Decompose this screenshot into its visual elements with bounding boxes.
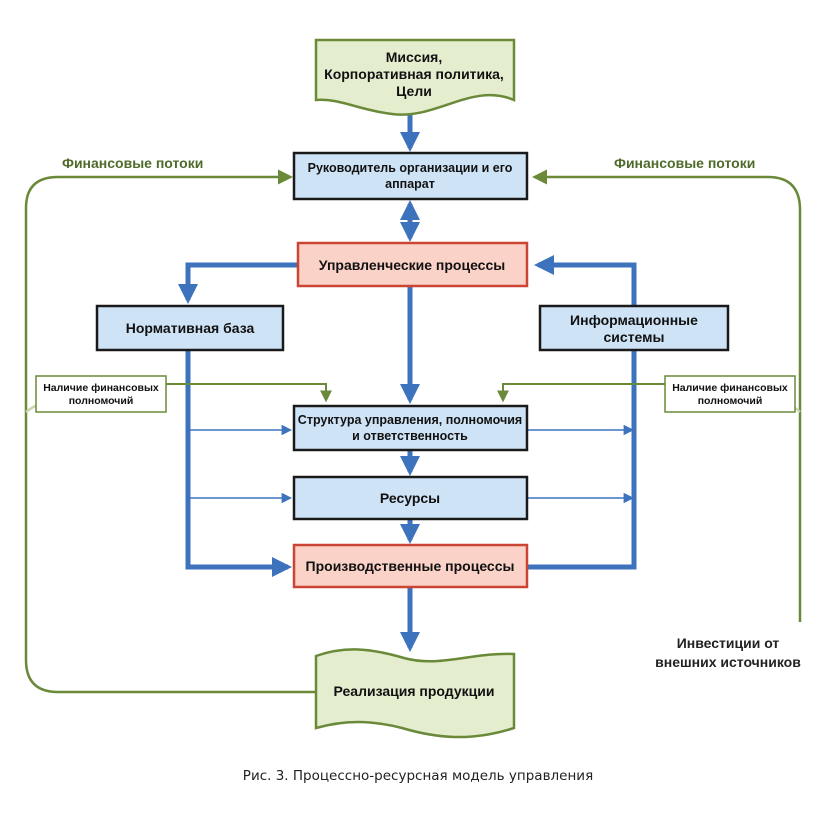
info-systems-line-1: Информационные <box>570 312 698 328</box>
fin-authority-right-line-2: полномочий <box>698 395 763 407</box>
right-financial-flow-loop <box>532 169 802 622</box>
mission-line-2: Корпоративная политика, <box>324 66 504 82</box>
resources-label: Ресурсы <box>380 490 440 506</box>
structure-box: Структура управления, полномочия и ответ… <box>292 404 529 452</box>
fin-flows-left-label: Финансовые потоки <box>62 155 203 171</box>
blue-arrows <box>178 108 637 652</box>
structure-line-1: Структура управления, полномочия <box>298 413 522 427</box>
mission-document: Миссия, Корпоративная политика, Цели <box>314 38 516 116</box>
thin-blue-arrows <box>188 424 635 504</box>
head-line-2: аппарат <box>385 177 435 191</box>
production-box: Производственные процессы <box>292 543 529 589</box>
fin-authority-left-box: Наличие финансовых полномочий <box>35 375 167 413</box>
investments-line-2: внешних источников <box>655 654 801 670</box>
fin-authority-right-line-1: Наличие финансовых <box>672 382 788 394</box>
management-label: Управленческие процессы <box>319 257 505 273</box>
fin-authority-left-line-2: полномочий <box>69 395 134 407</box>
realization-label: Реализация продукции <box>334 683 495 699</box>
regulatory-label: Нормативная база <box>126 320 255 336</box>
management-box: Управленческие процессы <box>296 241 529 288</box>
fin-flows-right-label: Финансовые потоки <box>614 155 755 171</box>
authority-arrows <box>166 383 665 403</box>
investments-line-1: Инвестиции от <box>677 635 780 651</box>
info-systems-box: Информационные системы <box>538 304 730 352</box>
realization-document: Реализация продукции <box>314 648 516 739</box>
figure-caption: Рис. 3. Процессно-ресурсная модель управ… <box>243 768 593 784</box>
head-box: Руководитель организации и его аппарат <box>292 151 529 201</box>
fin-authority-right-box: Наличие финансовых полномочий <box>664 375 796 413</box>
regulatory-box: Нормативная база <box>95 304 285 352</box>
mission-line-3: Цели <box>396 83 432 99</box>
left-financial-flow-loop <box>24 169 316 694</box>
resources-box: Ресурсы <box>292 475 529 521</box>
production-label: Производственные процессы <box>306 558 515 574</box>
info-systems-line-2: системы <box>604 329 665 345</box>
structure-line-2: и ответственность <box>352 429 468 443</box>
mission-line-1: Миссия, <box>386 49 443 65</box>
fin-authority-left-line-1: Наличие финансовых <box>43 382 159 394</box>
head-line-1: Руководитель организации и его <box>308 161 513 175</box>
